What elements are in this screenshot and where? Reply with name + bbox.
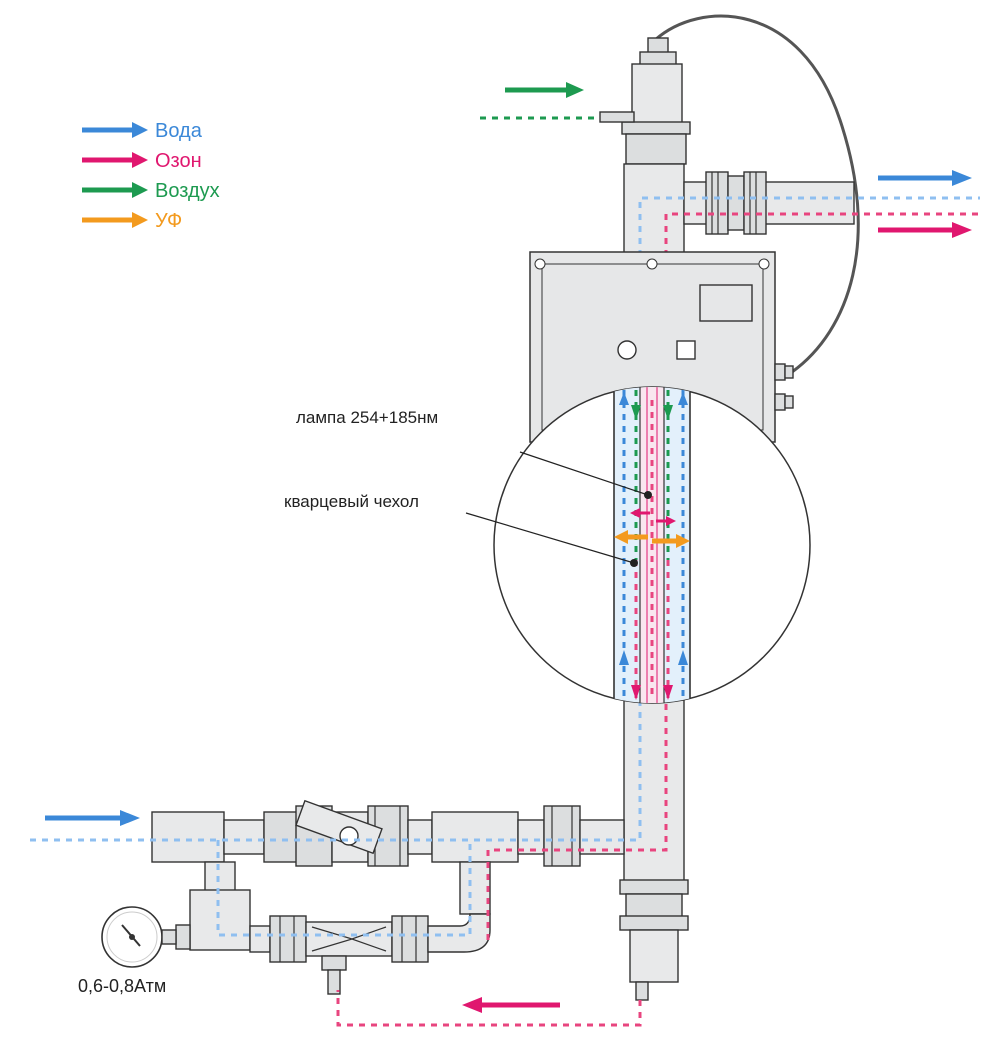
outlet-ozone-flow: [664, 212, 980, 256]
pressure-label: 0,6-0,8Атм: [78, 976, 166, 996]
lower-reactor-pipe: [623, 699, 685, 883]
legend-item-air: Воздух: [82, 180, 220, 202]
legend-label-air: Воздух: [155, 180, 220, 202]
screw-icon: [758, 258, 770, 270]
cable-gland: [774, 393, 786, 411]
lamp-label: лампа 254+185нм: [296, 408, 438, 427]
bottom-lamp-cap: [619, 879, 689, 1001]
zoom-detail: [493, 386, 811, 704]
venturi-injector: [305, 921, 393, 957]
ozone-outlet-nozzle: [635, 981, 649, 1001]
outlet-branch: [683, 171, 855, 235]
legend-item-uv: УФ: [82, 210, 182, 232]
upper-reactor-pipe: [623, 163, 685, 257]
ozone-return-flow: [336, 990, 642, 1027]
cable-gland: [774, 363, 786, 381]
legend-label-ozone: Озон: [155, 150, 202, 172]
display-window: [699, 284, 753, 322]
top-lamp-cap: [599, 37, 691, 165]
indicator-lamp: [617, 340, 637, 360]
screw-icon: [534, 258, 546, 270]
legend-item-water: Вода: [82, 120, 203, 142]
bypass-line: [175, 889, 491, 995]
air-inlet-nozzle: [599, 111, 635, 123]
lamp-cable: [654, 14, 860, 374]
screw-icon: [646, 258, 658, 270]
water-bypass-flow: [216, 840, 472, 937]
power-switch: [676, 340, 696, 360]
inlet-manifold: [151, 799, 625, 915]
legend-label-water: Вода: [155, 120, 203, 142]
legend-item-ozone: Озон: [82, 150, 202, 172]
legend: Вода Озон Воздух УФ: [82, 120, 220, 232]
sleeve-leader-line: [465, 512, 635, 564]
sleeve-label: кварцевый чехол: [284, 492, 419, 511]
legend-label-uv: УФ: [155, 210, 182, 232]
lamp-leader-line: [519, 451, 649, 496]
pressure-gauge: [101, 906, 177, 968]
